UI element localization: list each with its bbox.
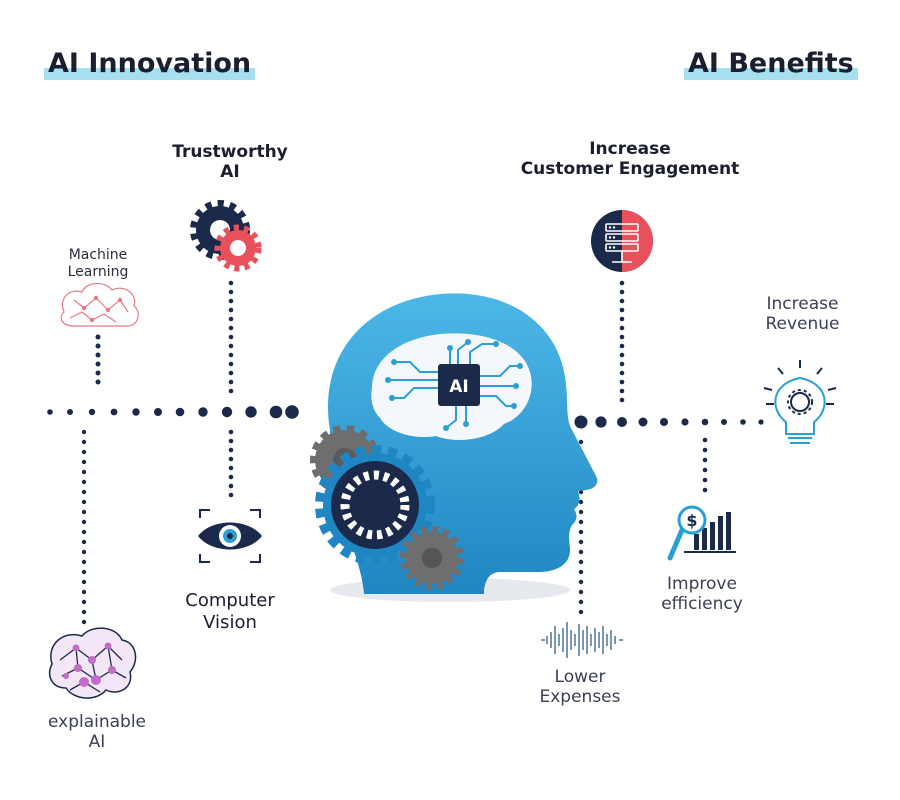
svg-text:$: $ [686,511,697,530]
machine-learning-brain-icon [60,282,139,327]
ml-connector [95,334,101,385]
efficiency-chart-icon: $ [667,505,736,561]
trustworthy-connector [228,280,234,394]
ai-benefits-heading: AI Benefits [684,48,858,80]
lower-expenses-label: Lower Expenses [539,667,621,708]
cv-connector [228,429,234,498]
explainable-ai-brain-icon [48,627,137,699]
increase-revenue-label: Increase Revenue [765,294,840,335]
left-timeline [47,405,299,419]
ai-chip [438,364,480,406]
ai-head-illustration: AI [310,293,598,602]
waveform-icon [541,622,623,658]
trustworthy-gear-icon [190,200,262,272]
right-timeline [574,415,764,429]
customer-engagement-label: Increase Customer Engagement [520,139,740,180]
machine-learning-label: Machine Learning [67,247,129,280]
ai-innovation-heading: AI Innovation [44,48,256,80]
improve-efficiency-label: Improve efficiency [661,574,743,615]
computer-vision-label: Computer Vision [185,590,275,633]
lightbulb-icon [763,360,837,444]
trustworthy-ai-label: Trustworthy AI [172,142,288,183]
efficiency-connector [702,437,708,493]
explainable-ai-label: explainable AI [47,712,147,753]
server-icon [591,210,653,272]
engagement-connector [619,280,625,403]
computer-vision-eye-icon [198,509,262,563]
ai-chip-label: AI [449,377,468,397]
xai-connector [81,429,87,625]
gears [310,425,464,590]
